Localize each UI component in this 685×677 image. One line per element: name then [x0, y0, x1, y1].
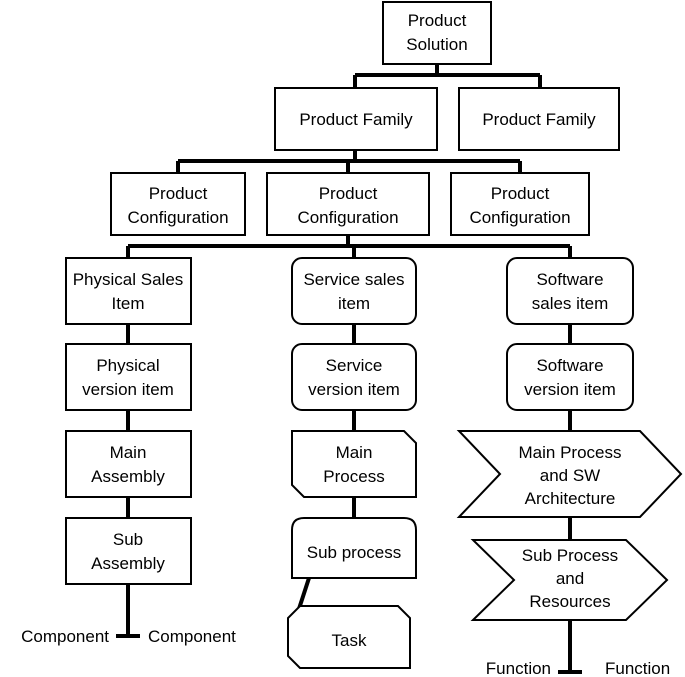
node-product-family-1: Product Family — [274, 87, 438, 151]
node-task: Task — [287, 605, 411, 669]
node-main-process: Main Process — [291, 430, 417, 498]
node-label-line: Configuration — [469, 208, 570, 227]
leaf-function-left: Function — [486, 659, 551, 677]
node-service-version-item: Service version item — [291, 343, 417, 411]
node-physical-version-item: Physical version item — [65, 343, 192, 411]
node-label-line: Main — [336, 443, 373, 462]
node-main-process-sw-architecture: Main Process and SW Architecture — [456, 430, 683, 518]
node-label-line: version item — [524, 380, 616, 399]
node-main-assembly: Main Assembly — [65, 430, 192, 498]
node-label-line: and — [556, 569, 584, 588]
leaf-component-right: Component — [148, 627, 236, 646]
node-label-line: Product Family — [482, 110, 596, 129]
node-sub-process: Sub process — [291, 517, 417, 579]
node-label-line: Assembly — [91, 467, 165, 486]
node-label-line: Resources — [529, 592, 610, 611]
node-product-family-2: Product Family — [458, 87, 620, 151]
node-label-line: Configuration — [127, 208, 228, 227]
node-label-line: Item — [111, 294, 144, 313]
node-label-line: Sub — [113, 530, 143, 549]
node-label-line: Sub Process — [522, 546, 618, 565]
node-label-line: version item — [82, 380, 174, 399]
node-label-line: Main Process — [519, 443, 622, 462]
node-product-solution: Product Solution — [382, 1, 492, 65]
node-label-line: Process — [323, 467, 384, 486]
node-label-line: Architecture — [525, 489, 616, 508]
node-label-line: Service — [326, 356, 383, 375]
node-label-line: Product — [319, 184, 378, 203]
node-label-line: Configuration — [297, 208, 398, 227]
node-label-line: Main — [110, 443, 147, 462]
node-label-line: Product — [408, 11, 467, 30]
node-label-line: Physical Sales — [73, 270, 184, 289]
node-label-line: Service sales — [303, 270, 404, 289]
node-label-line: Product — [149, 184, 208, 203]
node-label-line: sales item — [532, 294, 609, 313]
node-label-line: Sub process — [307, 543, 402, 562]
node-label-line: Product — [491, 184, 550, 203]
leaf-function-right: Function — [605, 659, 670, 677]
node-software-sales-item: Software sales item — [506, 257, 634, 325]
node-label-line: Solution — [406, 35, 467, 54]
node-label-line: Software — [536, 356, 603, 375]
node-label-line: Assembly — [91, 554, 165, 573]
node-sub-assembly: Sub Assembly — [65, 517, 192, 585]
node-physical-sales-item: Physical Sales Item — [65, 257, 192, 325]
node-label-line: Task — [332, 631, 367, 650]
node-label-line: item — [338, 294, 370, 313]
node-service-sales-item: Service sales item — [291, 257, 417, 325]
node-label-line: Product Family — [299, 110, 413, 129]
leaf-component-left: Component — [21, 627, 109, 646]
node-software-version-item: Software version item — [506, 343, 634, 411]
node-sub-process-resources: Sub Process and Resources — [470, 539, 669, 621]
node-product-config-1: Product Configuration — [110, 172, 246, 236]
node-product-config-3: Product Configuration — [450, 172, 590, 236]
node-label-line: Physical — [96, 356, 159, 375]
node-label-line: version item — [308, 380, 400, 399]
node-product-config-2: Product Configuration — [266, 172, 430, 236]
node-label-line: Software — [536, 270, 603, 289]
node-label-line: and SW — [540, 466, 600, 485]
